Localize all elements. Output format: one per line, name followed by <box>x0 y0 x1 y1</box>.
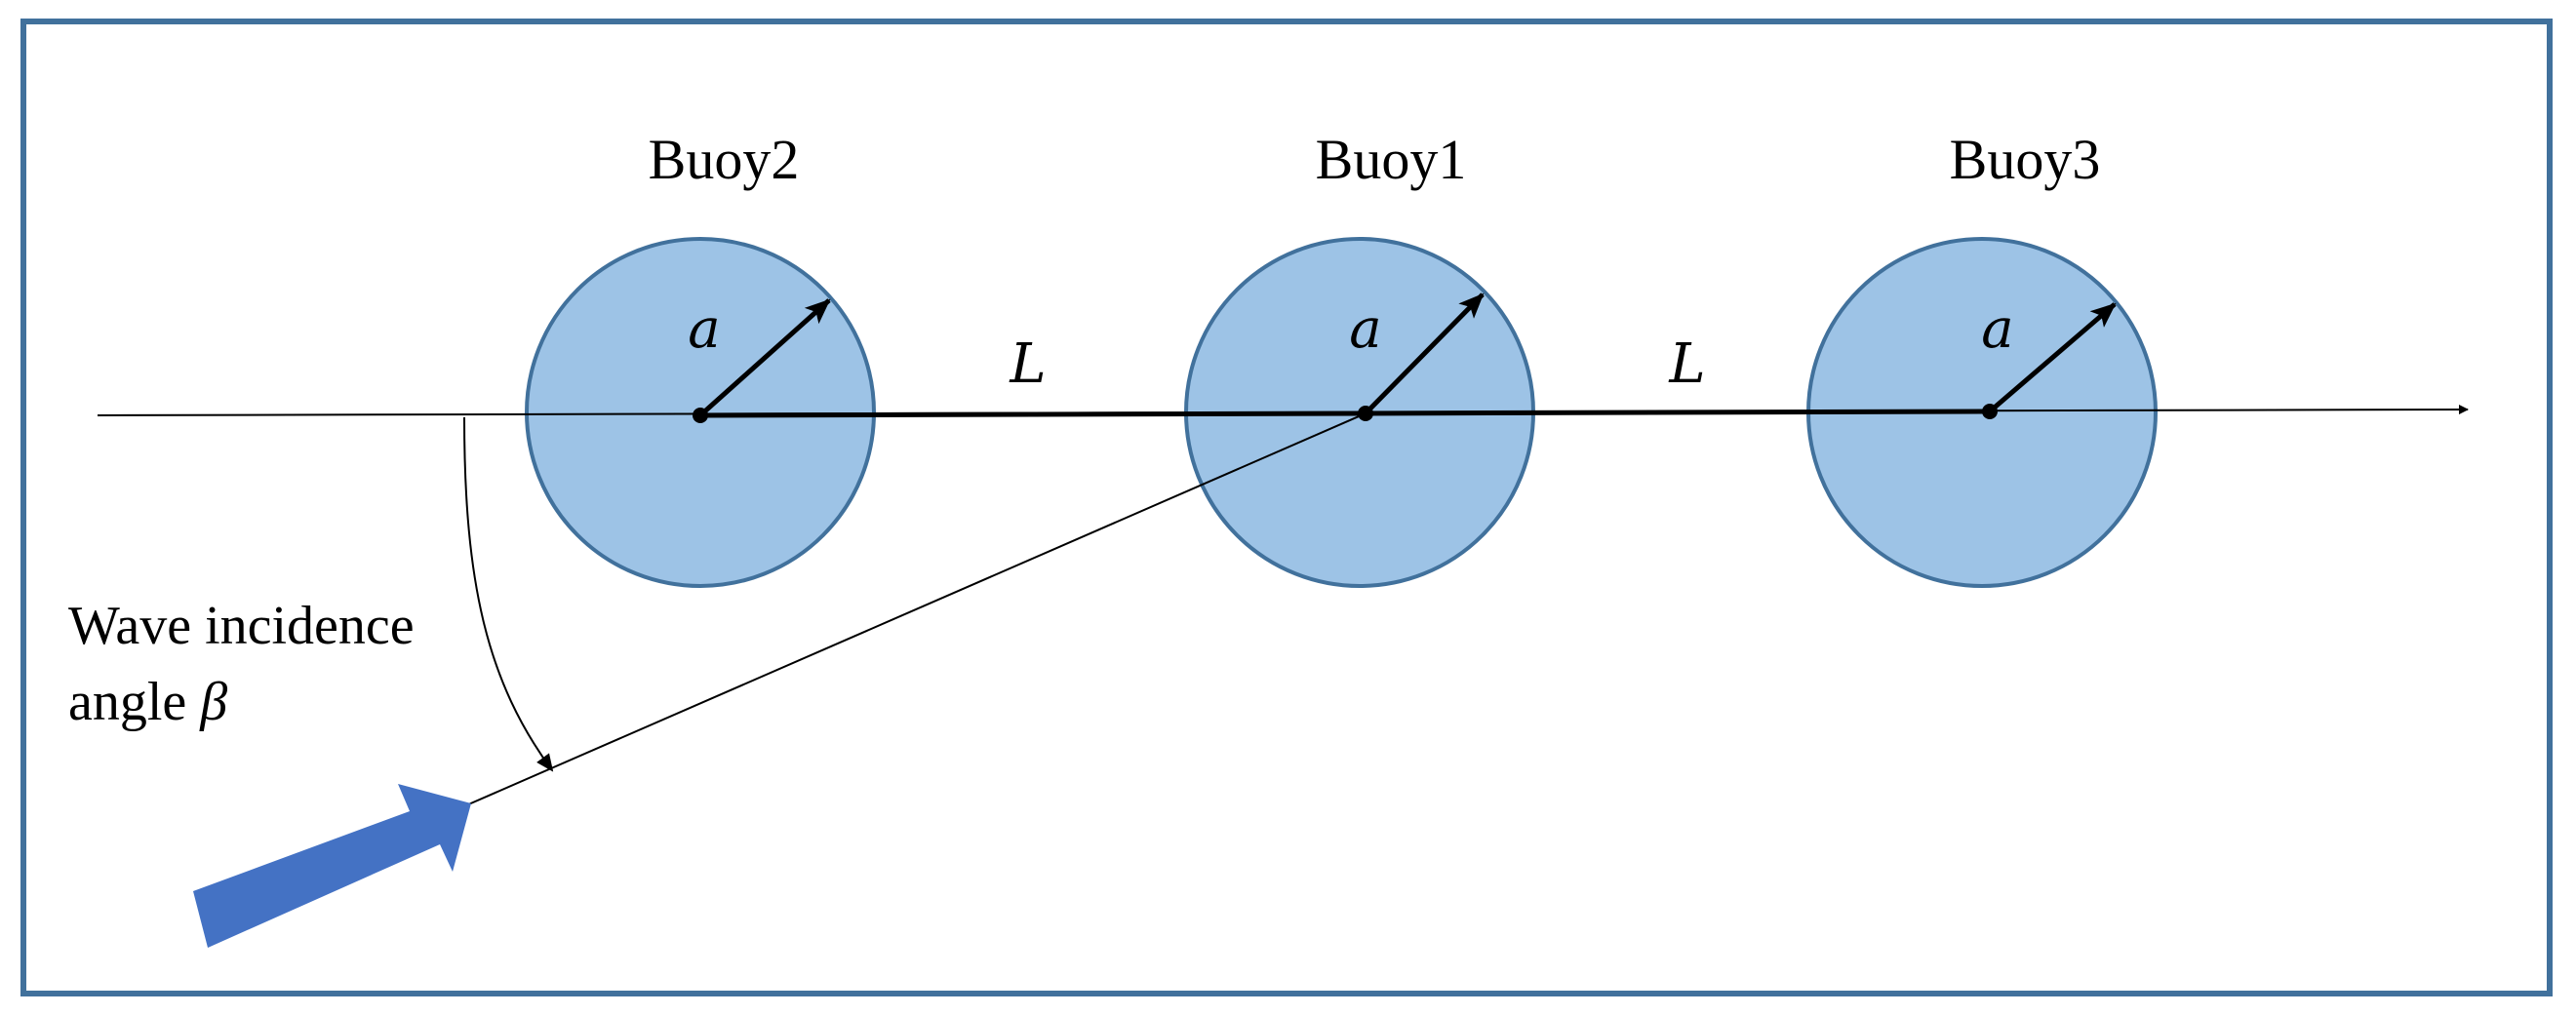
buoy2-label: Buoy2 <box>649 128 800 191</box>
incidence-label-angle-word: angle <box>68 672 200 732</box>
wave-direction-line <box>465 412 1367 806</box>
buoy2-radius-arrow <box>698 298 831 417</box>
buoy1-radius-arrow <box>1364 293 1485 415</box>
wave-direction-arrow <box>193 784 471 948</box>
buoy3-radius-label: a <box>1981 297 2013 361</box>
spacing-label-right: L <box>1668 332 1705 396</box>
buoy2-radius-label: a <box>688 297 720 361</box>
incidence-beta-symbol: β <box>199 672 227 732</box>
buoy1-radius-label: a <box>1349 297 1381 361</box>
buoy3-label: Buoy3 <box>1950 128 2101 191</box>
buoy1-label: Buoy1 <box>1316 128 1467 191</box>
spacing-label-left: L <box>1009 332 1046 396</box>
incidence-label-line1: Wave incidence <box>68 596 415 656</box>
incidence-label-line2: angle β <box>68 672 227 732</box>
buoy-spacing-line <box>699 409 1991 418</box>
incidence-angle-arc <box>463 416 554 772</box>
buoy3-radius-arrow <box>1988 302 2117 413</box>
